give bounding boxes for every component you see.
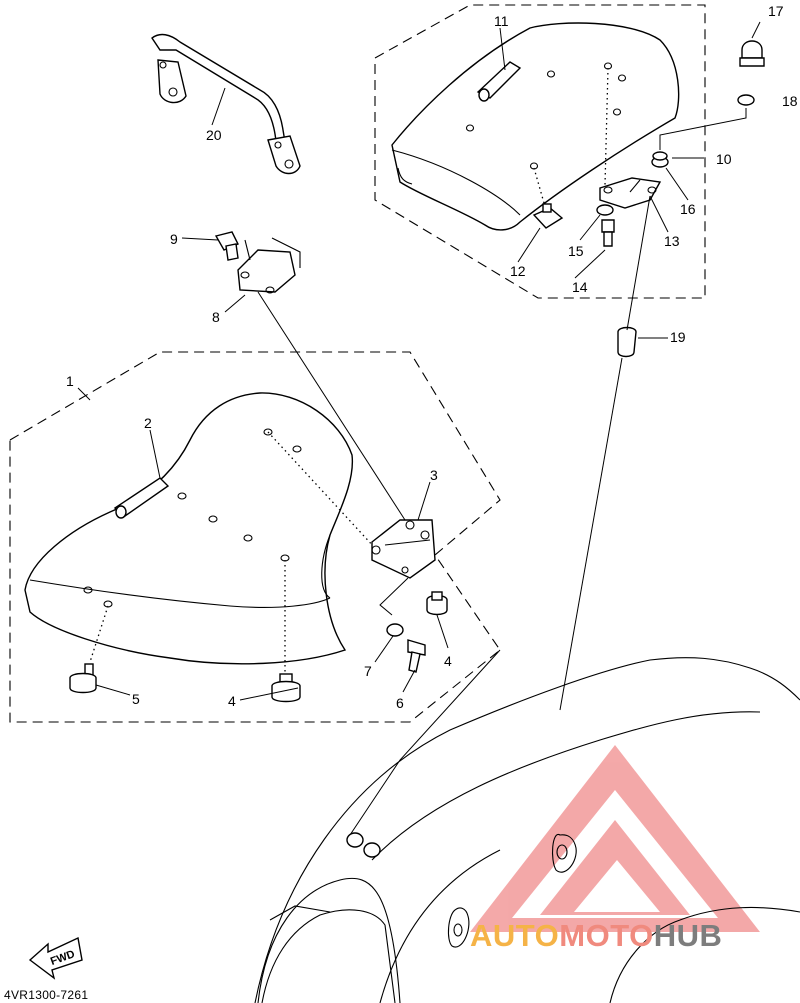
watermark-hub: HUB xyxy=(653,918,723,953)
callout-12: 12 xyxy=(510,263,526,279)
callout-4a: 4 xyxy=(228,693,236,709)
bolt-9-part xyxy=(214,231,239,261)
rubber-mount-part xyxy=(346,832,381,858)
callout-17: 17 xyxy=(768,3,784,19)
callout-15: 15 xyxy=(568,243,584,259)
callout-10: 10 xyxy=(716,151,732,167)
seat-group-boundary xyxy=(9,351,501,723)
bracket-part xyxy=(371,519,436,579)
knob-part xyxy=(69,663,97,694)
fwd-arrow-icon: FWD xyxy=(28,936,83,980)
callout-18: 18 xyxy=(782,93,798,109)
callout-14: 14 xyxy=(572,279,588,295)
bolt-14-part xyxy=(601,219,615,247)
bracket-8-part xyxy=(237,237,301,294)
grab-bar-part xyxy=(151,33,301,175)
callout-6: 6 xyxy=(396,695,404,711)
callout-19: 19 xyxy=(670,329,686,345)
bracket-13-part xyxy=(599,177,662,209)
callout-1: 1 xyxy=(66,373,74,389)
callout-8: 8 xyxy=(212,309,220,325)
watermark-text: AUTOMOTOHUB xyxy=(470,918,722,954)
callout-4b: 4 xyxy=(444,653,452,669)
collar-part xyxy=(617,326,637,358)
grommet-part xyxy=(651,151,669,168)
fender-outline xyxy=(254,649,800,1003)
cap-nut-part xyxy=(739,40,765,67)
nut-part xyxy=(532,203,564,229)
callout-13: 13 xyxy=(664,233,680,249)
callout-16: 16 xyxy=(680,201,696,217)
damper-part-right xyxy=(426,591,448,616)
callout-11: 11 xyxy=(494,13,509,29)
callout-20: 20 xyxy=(206,127,222,143)
washer-15-part xyxy=(596,204,614,216)
backrest-part xyxy=(391,22,680,231)
damper-part xyxy=(271,673,301,703)
callout-7: 7 xyxy=(364,663,372,679)
watermark-auto: AUTO xyxy=(470,918,560,953)
callout-leaders xyxy=(77,21,761,701)
callout-5: 5 xyxy=(132,691,140,707)
callout-labels: 1 2 3 4 4 5 6 7 8 9 10 11 12 13 14 15 16… xyxy=(66,3,798,711)
washer-part xyxy=(386,623,404,637)
watermark-moto: MOTO xyxy=(559,918,654,953)
watermark-logo-icon xyxy=(470,745,760,932)
callout-3: 3 xyxy=(430,467,438,483)
seat-part xyxy=(24,392,376,680)
washer-18-part xyxy=(737,94,755,106)
backrest-group-boundary xyxy=(374,4,706,299)
callout-2: 2 xyxy=(144,415,152,431)
part-code: 4VR1300-7261 xyxy=(4,988,89,1002)
bolt-part xyxy=(407,639,426,673)
callout-9: 9 xyxy=(170,231,178,247)
